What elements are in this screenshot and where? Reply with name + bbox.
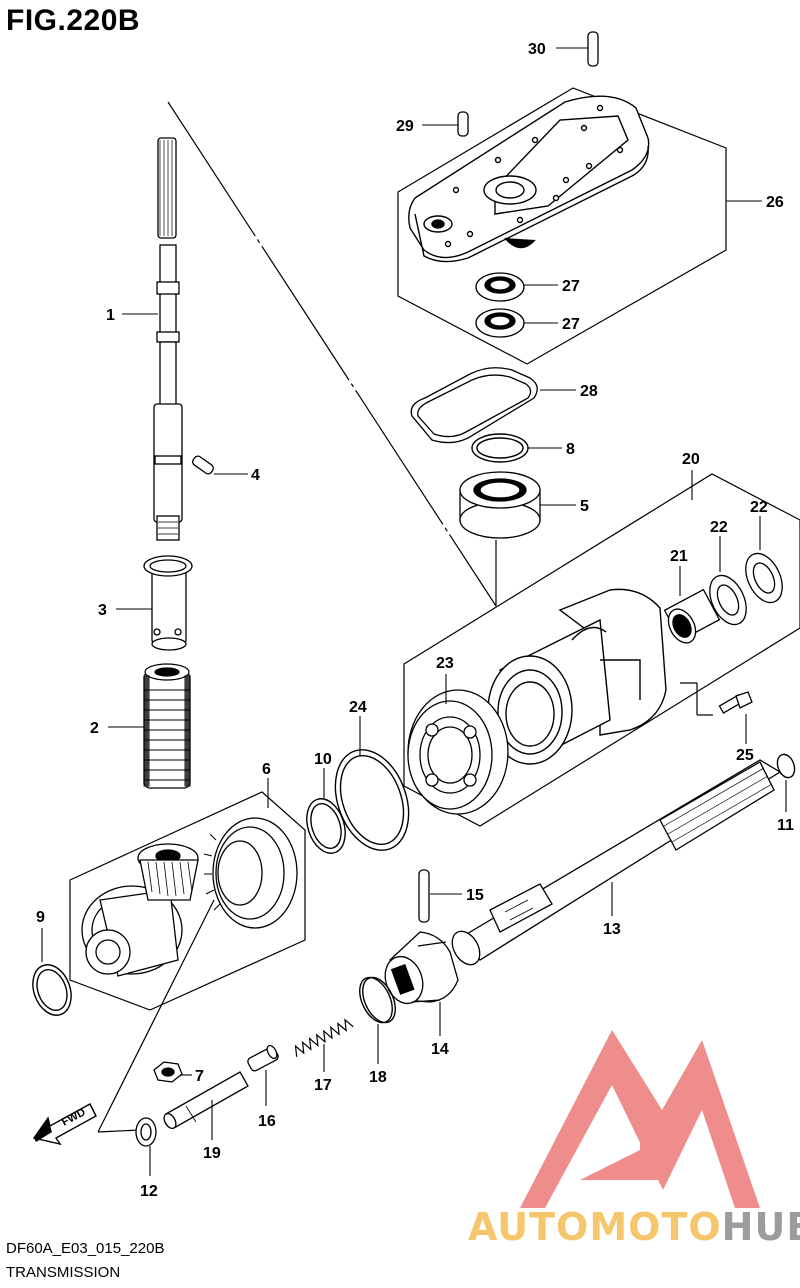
watermark-logo-icon <box>520 1030 760 1208</box>
callout-17: 17 <box>314 1077 332 1094</box>
push-rod-19-part <box>163 1071 249 1130</box>
ball-bearing-23-part <box>407 689 509 815</box>
bearing-5-part <box>459 471 541 539</box>
callout-29: 29 <box>396 118 414 135</box>
sleeve-3-part <box>143 555 193 651</box>
washer-12-part <box>135 1117 157 1147</box>
o-ring-10-part <box>306 798 346 854</box>
callout-1: 1 <box>106 307 115 324</box>
dowel-30-part <box>587 31 599 67</box>
spring-clip-18-part <box>359 976 396 1024</box>
callout-6: 6 <box>262 761 271 778</box>
callout-21: 21 <box>670 548 688 565</box>
watermark-brand-part1: AUTOMOTO <box>468 1205 722 1249</box>
callout-23: 23 <box>436 655 454 672</box>
callout-4: 4 <box>251 467 260 484</box>
leader-line <box>97 899 215 1133</box>
callout-22a: 22 <box>710 519 728 536</box>
shim-9-part <box>32 964 72 1016</box>
callout-28: 28 <box>580 383 598 400</box>
drive-shaft-part <box>153 137 183 541</box>
callout-labels: 1 2 3 4 5 6 7 8 9 10 11 12 13 14 15 16 1… <box>36 41 794 1200</box>
callout-16: 16 <box>258 1113 276 1130</box>
o-ring-24-part <box>334 749 410 851</box>
callout-18: 18 <box>369 1069 387 1086</box>
oil-seal-27-part <box>475 272 525 338</box>
watermark-brand-text: AUTOMOTOHUB <box>468 1205 800 1249</box>
nut-7-part <box>153 1061 183 1083</box>
washer-22-part <box>709 552 783 626</box>
callout-8: 8 <box>566 441 575 458</box>
propeller-shaft-13-part <box>451 759 782 966</box>
figure-title: FIG.220B <box>6 4 141 37</box>
gasket-28-part <box>410 367 538 444</box>
callout-19: 19 <box>203 1145 221 1162</box>
callout-10: 10 <box>314 751 332 768</box>
callout-9: 9 <box>36 909 45 926</box>
clutch-14-part <box>384 931 459 1005</box>
fwd-arrow-icon: FWD <box>32 1103 97 1146</box>
group-outline-20 <box>403 473 800 827</box>
callout-30: 30 <box>528 41 546 58</box>
callout-12: 12 <box>140 1183 158 1200</box>
callout-5: 5 <box>580 498 589 515</box>
group-outline-26 <box>397 87 727 365</box>
callout-25: 25 <box>736 747 754 764</box>
callout-22b: 22 <box>750 499 768 516</box>
pin-4-part <box>192 455 214 475</box>
o-ring-8-part <box>471 433 529 463</box>
housing-plate-26-part <box>408 95 650 263</box>
leader-line <box>167 101 497 607</box>
boot-2-part <box>143 663 191 789</box>
leader-line <box>97 1129 141 1133</box>
figure-code: DF60A_E03_015_220B <box>6 1240 165 1257</box>
callout-7: 7 <box>195 1068 204 1085</box>
watermark-brand-part2: HUB <box>721 1205 800 1249</box>
callout-13: 13 <box>603 921 621 938</box>
ring-11-part <box>776 753 796 779</box>
cross-pin-15-part <box>418 869 430 923</box>
plunger-16-part <box>247 1044 279 1072</box>
bearing-housing-20-part <box>487 588 667 765</box>
callout-27b: 27 <box>562 316 580 333</box>
callout-leaders <box>41 47 787 1176</box>
group-outline-6 <box>69 791 306 1011</box>
bolt-25-part <box>718 691 753 714</box>
callout-2: 2 <box>90 720 99 737</box>
needle-bearing-21-part <box>663 588 721 644</box>
callout-11: 11 <box>777 817 794 834</box>
callout-20: 20 <box>682 451 700 468</box>
callout-15: 15 <box>466 887 484 904</box>
callout-3: 3 <box>98 602 107 619</box>
callout-14: 14 <box>431 1041 449 1058</box>
dowel-29-part <box>457 111 469 137</box>
gear-set-6-part <box>81 817 298 977</box>
spring-17-part <box>294 1018 354 1057</box>
callout-26: 26 <box>766 194 784 211</box>
callout-27a: 27 <box>562 278 580 295</box>
callout-24: 24 <box>349 699 367 716</box>
figure-name: TRANSMISSION <box>6 1264 121 1281</box>
